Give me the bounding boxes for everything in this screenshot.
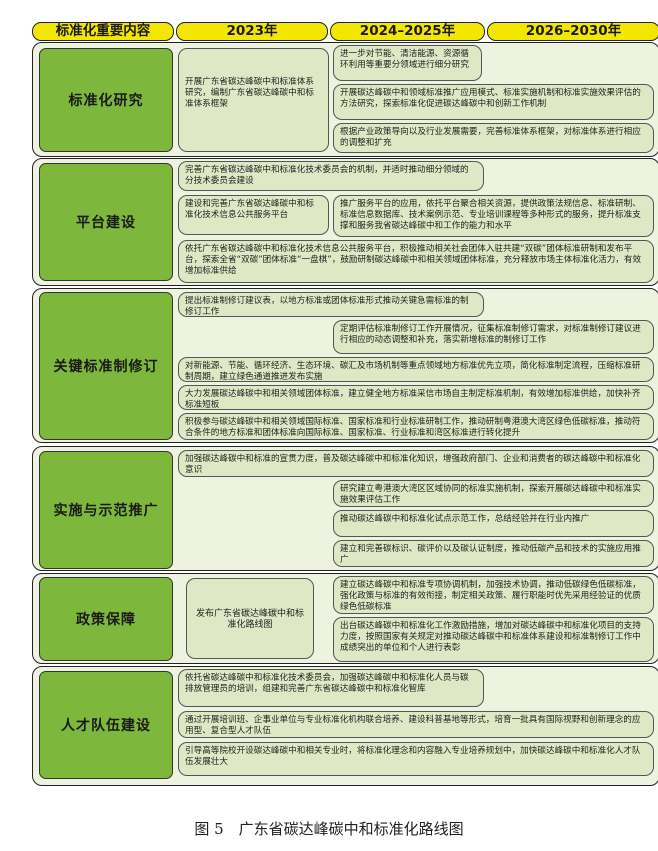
implementation-item-2: 研究建立粤港澳大湾区区域协同的标准实施机制，探索开展碳达峰碳中和标准实施效果评估…	[333, 480, 654, 507]
category-key-standards: 关键标准制修订	[39, 292, 173, 440]
category-talent: 人才队伍建设	[39, 671, 173, 779]
talent-item-3: 引导高等院校开设碳达峰碳中和相关专业时，将标准化理念和内容融入专业培养规划中，加…	[178, 742, 654, 776]
category-policy: 政策保障	[39, 577, 173, 661]
platform-item-1: 完善广东省碳达峰碳中和标准化技术委员会的机制，并适时推动细分领域的分技术委员会建…	[178, 161, 484, 191]
talent-item-1: 依托省碳达峰碳中和标准化技术委员会，加强碳达峰碳中和标准化人员与碳排放管理员的培…	[178, 669, 484, 707]
category-implementation: 实施与示范推广	[39, 451, 173, 569]
talent-item-2: 通过开展培训班、企事业单位与专业标准化机构联合培养、建设科普基地等形式，培育一批…	[178, 711, 654, 738]
policy-item-1: 建立碳达峰碳中和标准专项协调机制，加强技术协调，推动低碳绿色低碳标准，强化政策与…	[333, 576, 654, 614]
category-research: 标准化研究	[39, 48, 173, 152]
key-standards-item-5: 积极参与碳达峰碳中和相关领域国际标准、国家标准和行业标准研制工作，推动研制粤港澳…	[178, 413, 654, 440]
platform-item-2: 建设和完善广东省碳达峰碳中和标准化技术信息公共服务平台	[178, 195, 329, 235]
key-standards-item-1: 提出标准制修订建议表，以地方标准或团体标准形式推动关键急需标准的制修订工作	[178, 292, 484, 317]
header-content: 标准化重要内容	[32, 22, 174, 41]
implementation-item-3: 推动碳达峰碳中和标准化试点示范工作，总结经验并在行业内推广	[333, 510, 654, 537]
research-item-3: 根据产业政策导向以及行业发展需要，完善标准体系框架，对标准体系进行相应的调整和扩…	[333, 123, 654, 153]
header-2024-2025: 2024–2025年	[330, 22, 485, 41]
research-item-2: 开展碳达峰碳中和领域标准推广应用模式、标准实施机制和标准实施效果评估的方法研究，…	[333, 84, 654, 120]
platform-item-3: 推广服务平台的应用，依托平台聚合相关资源，提供政策法规信息、标准研制、标准信息数…	[333, 195, 654, 237]
policy-item-2: 出台碳达峰碳中和标准化工作激励措施，增加对碳达峰碳中和标准化项目的支持力度，按照…	[333, 617, 654, 662]
research-2023-item: 开展广东省碳达峰碳中和标准体系研究，编制广东省碳达峰碳中和标准体系框架	[178, 48, 329, 152]
header-2023: 2023年	[176, 22, 328, 41]
header-2026-2030: 2026–2030年	[487, 22, 658, 41]
research-item-1: 进一步对节能、清洁能源、资源循环利用等重要分领域进行细分研究	[333, 45, 482, 81]
platform-item-4: 依托广东省碳达峰碳中和标准化技术信息公共服务平台，积极推动相关社会团体入驻共建“…	[178, 240, 654, 283]
policy-2023-item: 发布广东省碳达峰碳中和标准化路线图	[186, 578, 314, 659]
key-standards-item-2: 定期评估标准制修订工作开展情况，征集标准制修订需求，对标准制修订建议进行相应的动…	[333, 320, 654, 354]
category-platform: 平台建设	[39, 163, 173, 281]
implementation-item-4: 建立和完善碳标识、碳评价以及碳认证制度，推动低碳产品和技术的实施应用推广	[333, 540, 654, 567]
key-standards-item-4: 大力发展碳达峰碳中和相关领域团体标准，建立健全地方标准采信市场自主制定标准机制，…	[178, 385, 654, 410]
key-standards-item-3: 对新能源、节能、循环经济、生态环境、碳汇及市场机制等重点领域地方标准优先立项，简…	[178, 357, 654, 382]
implementation-item-1: 加强碳达峰碳中和标准的宣贯力度，普及碳达峰碳中和标准化知识，增强政府部门、企业和…	[178, 450, 654, 477]
figure-caption: 图 5 广东省碳达峰碳中和标准化路线图	[194, 820, 464, 838]
